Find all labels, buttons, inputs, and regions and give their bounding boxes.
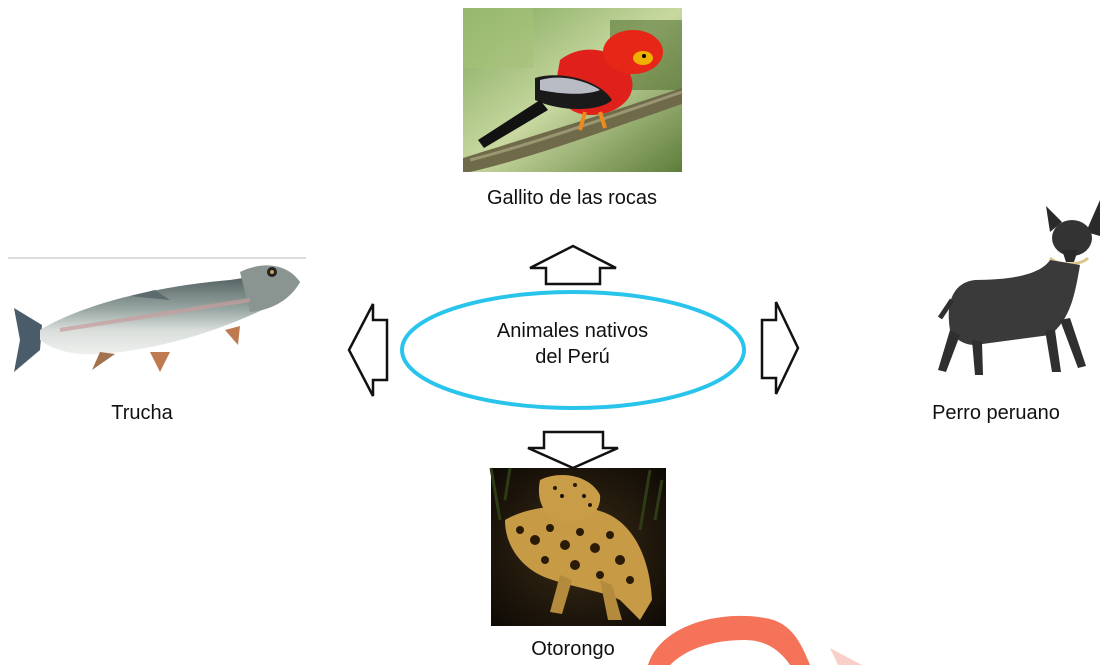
arrow-up-icon [529, 244, 617, 286]
center-ellipse [400, 290, 746, 410]
label-otorongo: Otorongo [531, 638, 614, 660]
center-title-line2: del Perú [535, 346, 610, 368]
jaguar-photo [489, 467, 666, 626]
hairless-dog-photo [937, 200, 1100, 375]
trout-fish-photo [8, 257, 306, 372]
watermark-arc [648, 615, 862, 665]
red-bird-photo [463, 8, 683, 172]
center-title: Animales nativos del Perú [400, 318, 745, 370]
arrow-down-icon [527, 430, 619, 470]
center-title-line1: Animales nativos [496, 320, 649, 342]
arrow-right-icon [760, 301, 800, 395]
label-trucha: Trucha [111, 402, 173, 424]
label-gallito: Gallito de las rocas [487, 187, 657, 209]
arrow-left-icon [347, 303, 389, 397]
label-perro: Perro peruano [932, 402, 1060, 424]
